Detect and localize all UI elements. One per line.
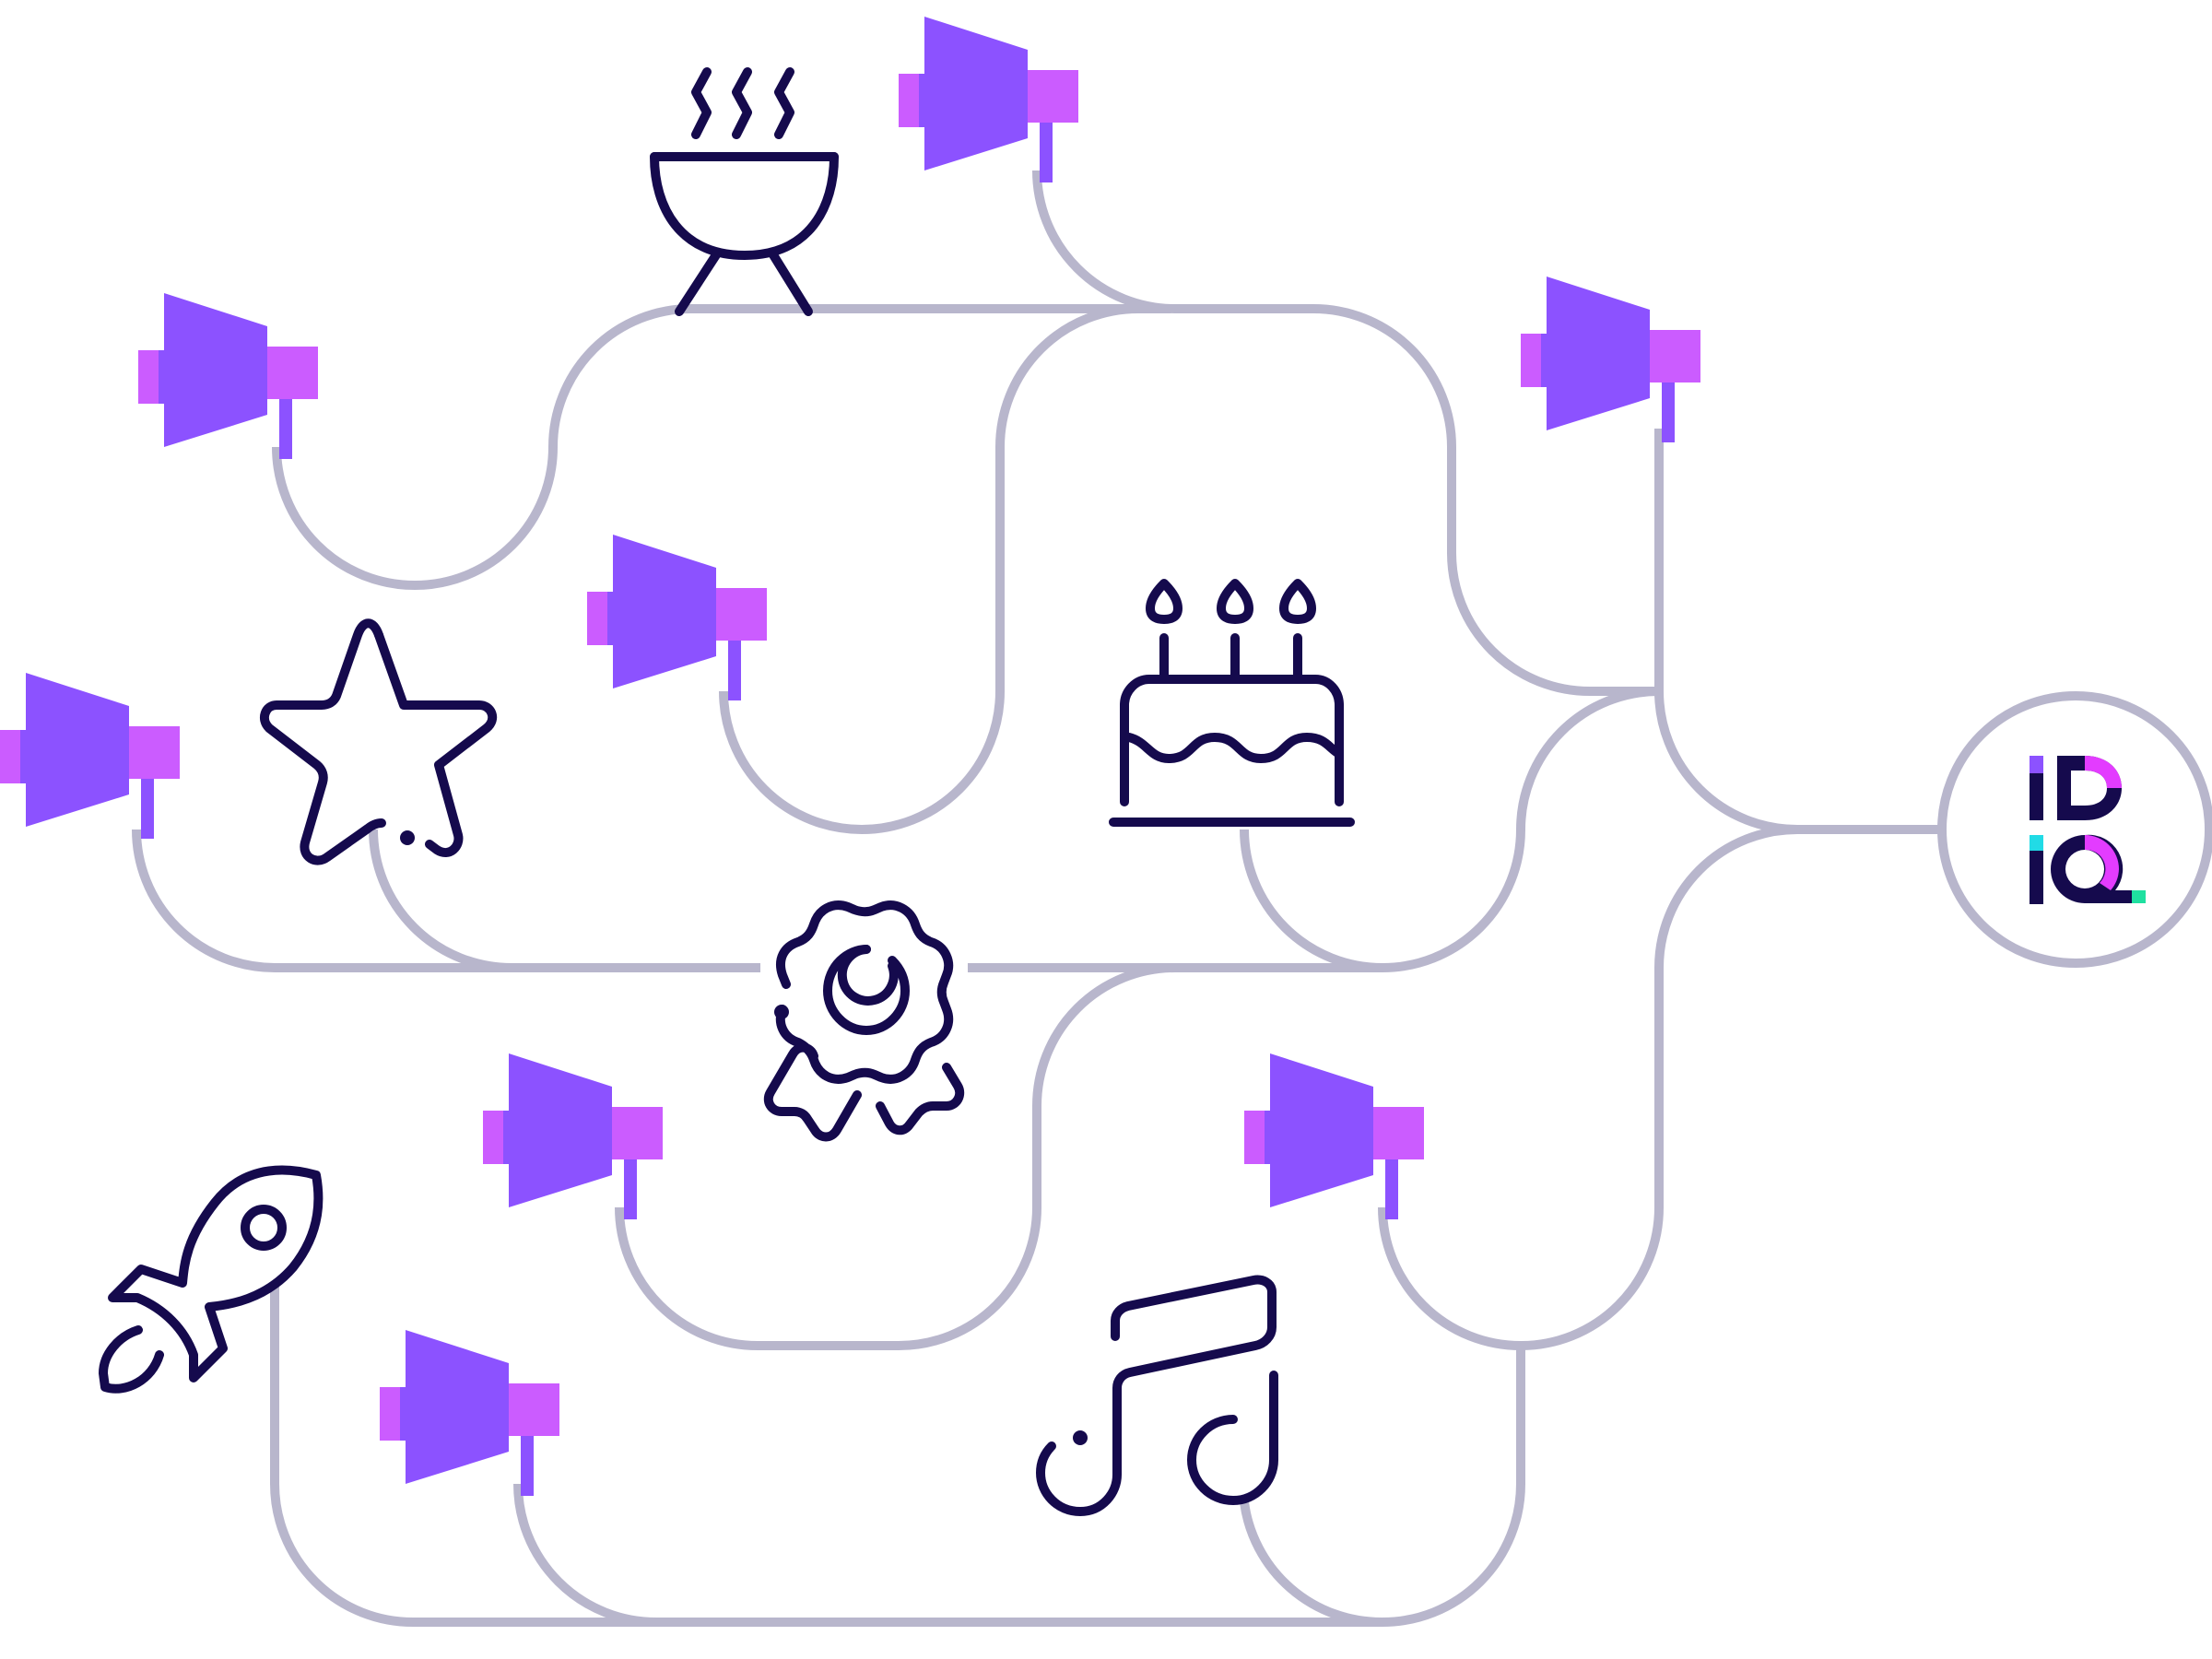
rocket-icon [99, 1165, 324, 1394]
pipe-bottom-long [270, 1286, 1525, 1627]
megaphone-icon [0, 673, 180, 839]
idiq-logo-icon [2030, 756, 2146, 904]
logo-circle [1937, 691, 2212, 968]
dot-icon [774, 1005, 789, 1019]
pipe-megaphone-top [1032, 170, 1659, 696]
megaphone-icon [380, 1330, 559, 1496]
decorative-dots [400, 606, 1167, 1445]
megaphone-icon [899, 17, 1078, 182]
megaphone-icon [138, 293, 318, 459]
megaphone-icon [1521, 276, 1700, 442]
icon-layer [99, 67, 1355, 1516]
pipe-lower-right-loop [1378, 825, 1798, 1350]
pipe-cake-branch [1240, 687, 1660, 972]
star-icon [259, 618, 498, 865]
idiq-logo-badge [1937, 691, 2212, 968]
megaphone-icon [1244, 1053, 1424, 1219]
pipe-bottom-inner [513, 1483, 657, 1627]
pipe-megaphone-1 [272, 304, 1171, 590]
dot-icon [1073, 1430, 1088, 1445]
connector-pipes [132, 170, 1945, 1628]
megaphone-icon [587, 535, 767, 700]
birthday-cake-icon [1109, 579, 1355, 827]
pipe-star-branch [369, 829, 512, 972]
megaphone-group [0, 17, 1700, 1496]
pipe-lower-left-loop [615, 963, 1176, 1350]
pipe-megaphone-right-top [1654, 429, 1945, 834]
megaphone-icon [483, 1053, 663, 1219]
dot-icon [400, 830, 415, 845]
flame-dot [1161, 606, 1167, 611]
party-popper-icon [763, 900, 965, 1142]
pipe-middle-loop [719, 304, 1139, 834]
pipe-music-branch [1240, 1501, 1383, 1628]
pipe-left-megaphone [132, 829, 760, 972]
music-note-icon [1036, 1275, 1278, 1516]
grill-icon [650, 67, 839, 316]
